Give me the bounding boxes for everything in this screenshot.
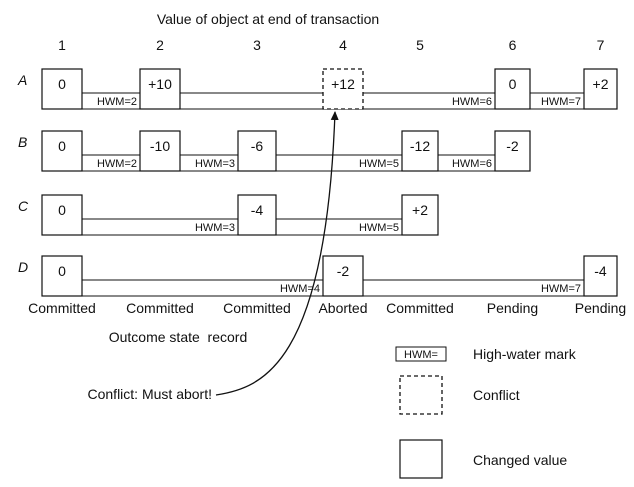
- value-box: [41, 194, 83, 236]
- column-number-2: 2: [156, 37, 164, 53]
- value-label: 0: [58, 76, 66, 92]
- hwm-label: HWM=7: [541, 283, 581, 295]
- value-box: [139, 130, 181, 172]
- value-label: -12: [410, 138, 430, 154]
- legend: HWM= High-water mark Conflict Changed va…: [395, 346, 577, 479]
- row-label-a: A: [17, 72, 27, 88]
- column-number-7: 7: [597, 37, 605, 53]
- value-label: -4: [251, 202, 264, 218]
- hwm-label: HWM=6: [452, 96, 492, 108]
- value-box: [41, 68, 83, 110]
- value-box: [237, 194, 277, 236]
- row-c: C HWM=3 HWM=5 0 -4 +2: [18, 194, 439, 236]
- value-label: -2: [506, 138, 519, 154]
- value-box: [401, 130, 439, 172]
- legend-changed-swatch: [399, 439, 443, 479]
- row-a: A HWM=2 HWM=6 HWM=7 0 +10 +12 0 +2: [17, 68, 618, 110]
- value-label: -6: [251, 138, 264, 154]
- outcome-3: Committed: [223, 300, 291, 316]
- row-label-d: D: [18, 259, 28, 275]
- value-label: -4: [594, 263, 607, 279]
- conflict-box: [322, 68, 364, 110]
- value-label: 0: [58, 202, 66, 218]
- value-label: +12: [331, 76, 355, 92]
- outcome-states: Committed Committed Committed Aborted Commit…: [28, 300, 626, 316]
- value-label: +10: [148, 76, 172, 92]
- value-box: [237, 130, 277, 172]
- legend-hwm-swatch: [395, 346, 447, 362]
- outcome-1: Committed: [28, 300, 96, 316]
- hwm-label: HWM=4: [280, 283, 320, 295]
- row-b: B HWM=2 HWM=3 HWM=5 HWM=6 0 -10 -6 -12 -2: [18, 130, 531, 172]
- value-label: +2: [412, 202, 428, 218]
- value-box: [494, 130, 531, 172]
- column-number-4: 4: [339, 37, 347, 53]
- value-box: [494, 68, 531, 110]
- value-box: [139, 68, 181, 110]
- value-label: 0: [58, 138, 66, 154]
- hwm-label: HWM=3: [195, 158, 235, 170]
- column-number-1: 1: [58, 37, 66, 53]
- outcome-4: Aborted: [318, 300, 367, 316]
- column-number-5: 5: [416, 37, 424, 53]
- legend-changed-label: Changed value: [473, 452, 567, 468]
- value-label: -2: [337, 263, 350, 279]
- conflict-note: Conflict: Must abort!: [88, 386, 213, 402]
- conflict-arrow: [215, 111, 339, 396]
- legend-conflict-swatch: [399, 375, 443, 415]
- diagram-title: Value of object at end of transaction: [157, 11, 379, 27]
- legend-conflict-label: Conflict: [473, 387, 520, 403]
- column-number-6: 6: [509, 37, 517, 53]
- value-box: [583, 68, 618, 110]
- value-box: [41, 130, 83, 172]
- outcome-2: Committed: [126, 300, 194, 316]
- hwm-label: HWM=3: [195, 222, 235, 234]
- outcome-7: Pending: [575, 300, 626, 316]
- hwm-label: HWM=2: [97, 96, 137, 108]
- value-box: [322, 255, 364, 297]
- value-label: 0: [509, 76, 517, 92]
- value-box: [41, 255, 83, 297]
- value-label: -10: [150, 138, 170, 154]
- legend-hwm-label: High-water mark: [473, 346, 577, 362]
- column-number-3: 3: [253, 37, 261, 53]
- hwm-label: HWM=7: [541, 96, 581, 108]
- outcome-5: Committed: [386, 300, 454, 316]
- legend-hwm-sample: HWM=: [404, 349, 438, 361]
- row-label-c: C: [18, 198, 29, 214]
- hwm-label: HWM=6: [452, 158, 492, 170]
- hwm-label: HWM=5: [359, 222, 399, 234]
- value-box: [401, 194, 439, 236]
- row-d: D HWM=4 HWM=7 0 -2 -4: [18, 255, 618, 297]
- outcome-caption: Outcome state record: [109, 329, 248, 345]
- hwm-label: HWM=2: [97, 158, 137, 170]
- value-label: 0: [58, 263, 66, 279]
- value-box: [583, 255, 618, 297]
- hwm-label: HWM=5: [359, 158, 399, 170]
- row-label-b: B: [18, 134, 27, 150]
- column-numbers: 1 2 3 4 5 6 7: [58, 37, 605, 53]
- outcome-6: Pending: [487, 300, 538, 316]
- value-label: +2: [593, 76, 609, 92]
